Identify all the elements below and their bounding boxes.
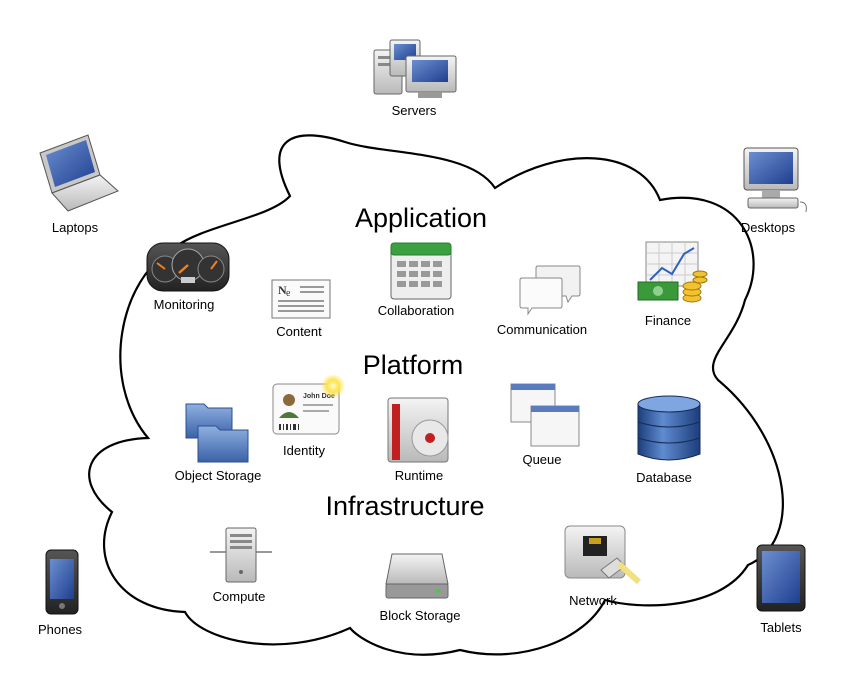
id-card-icon: John Doe [272, 374, 345, 435]
object-storage-label: Object Storage [175, 468, 262, 483]
desktops-label: Desktops [741, 220, 796, 235]
collaboration-label: Collaboration [378, 303, 455, 318]
cloud-outline [88, 134, 784, 656]
newspaper-icon: N e [271, 279, 331, 319]
desktop-icon [743, 147, 807, 213]
queue-label: Queue [522, 452, 561, 467]
infrastructure-title: Infrastructure [325, 491, 484, 521]
disc-case-icon [387, 397, 449, 463]
laptops-label: Laptops [52, 220, 99, 235]
laptop-icon [39, 134, 119, 212]
chart-and-coins-icon [637, 241, 708, 303]
id-card-name: John Doe [303, 393, 335, 400]
content-label: Content [276, 324, 322, 339]
svg-text:N: N [278, 283, 287, 297]
windows-icon [510, 383, 580, 447]
tablets-label: Tablets [760, 620, 802, 635]
runtime-label: Runtime [395, 468, 443, 483]
phones-label: Phones [38, 622, 83, 637]
servers-icon [373, 39, 457, 98]
folders-icon [185, 403, 249, 463]
finance-label: Finance [645, 313, 691, 328]
calendar-icon [390, 242, 452, 300]
monitoring-label: Monitoring [154, 297, 215, 312]
communication-label: Communication [497, 322, 587, 337]
block-storage-label: Block Storage [380, 608, 461, 623]
hard-drive-icon [385, 553, 449, 599]
svg-text:e: e [286, 288, 291, 299]
speech-bubbles-icon [519, 265, 581, 316]
application-title: Application [355, 203, 487, 233]
ethernet-port-icon [564, 525, 642, 585]
compute-label: Compute [213, 589, 266, 604]
database-icon [637, 395, 701, 461]
platform-title: Platform [363, 350, 464, 380]
servers-label: Servers [392, 103, 437, 118]
gauge-icon [146, 242, 230, 292]
database-label: Database [636, 470, 692, 485]
server-tower-icon [210, 527, 272, 583]
tablet-icon [756, 544, 806, 612]
identity-label: Identity [283, 443, 325, 458]
phone-icon [45, 549, 79, 615]
network-label: Network [569, 593, 617, 608]
